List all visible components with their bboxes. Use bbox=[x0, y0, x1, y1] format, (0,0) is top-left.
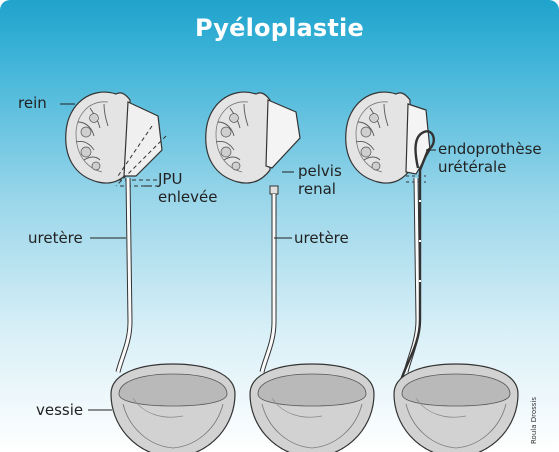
kidney-right bbox=[346, 92, 410, 183]
label-rein: rein bbox=[18, 94, 47, 112]
label-endo-line2: urétérale bbox=[438, 158, 506, 176]
bladder-right bbox=[394, 364, 518, 452]
bladder-middle bbox=[250, 364, 374, 452]
renal-pelvis-middle bbox=[266, 100, 300, 168]
kidney-middle bbox=[206, 92, 270, 183]
label-pelvis-line2: renal bbox=[298, 180, 336, 198]
ureter-middle bbox=[262, 194, 274, 372]
label-jpu-line1: JPU bbox=[158, 170, 182, 188]
label-vessie: vessie bbox=[36, 401, 83, 419]
bladder-left bbox=[111, 364, 235, 452]
label-uretere-left: uretère bbox=[28, 229, 83, 247]
label-pelvis-line1: pelvis bbox=[298, 162, 342, 180]
kidney-left bbox=[66, 92, 130, 183]
label-endo-line1: endoprothèse bbox=[438, 140, 542, 158]
artist-credit: Roula Drossis bbox=[530, 397, 538, 444]
label-jpu-line2: enlevée bbox=[158, 188, 217, 206]
label-uretere-middle: uretère bbox=[294, 229, 349, 247]
